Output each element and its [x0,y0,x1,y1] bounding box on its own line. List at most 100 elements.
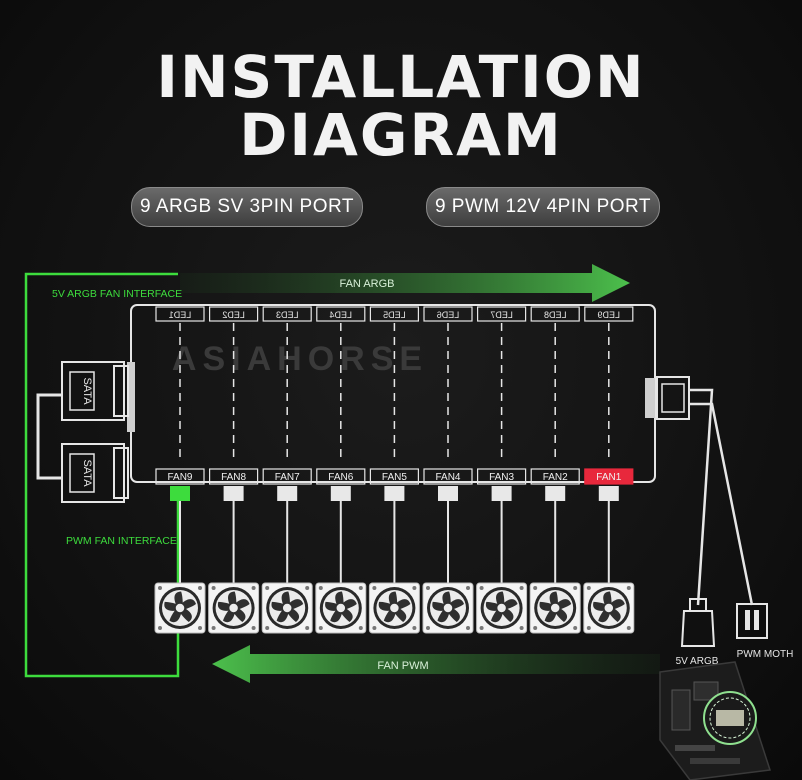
fan-screw [318,586,323,590]
led-label: LED4 [330,310,353,320]
fan-screw [573,626,578,630]
led-label: LED6 [437,310,460,320]
fan-port-label: FAN5 [382,472,407,483]
fan-pwm-arrow-label: FAN PWM [377,660,428,672]
fan-hub [495,602,508,614]
fan-screw [305,586,310,590]
fan-screw [211,586,216,590]
argb-interface-label: 5V ARGB FAN INTERFACE [52,288,182,300]
argb-5v-plug [680,598,716,647]
fan-hub [281,602,293,614]
led-label: LED2 [222,310,245,320]
fan-screw [519,626,524,630]
fan-connector-block [598,486,619,501]
fan-screw [586,586,591,590]
led-label: LED7 [490,310,513,320]
fan-port-label-box [530,468,580,485]
fan-screw [426,626,430,630]
sata-label-bottom: SATA [81,459,93,487]
led-label-box [316,306,366,322]
led-label-box [423,306,473,322]
led-label-box [584,306,634,322]
fan-hub [442,602,454,614]
pwm-moth-label: PWM MOTH [737,649,794,660]
fan-screw [251,626,256,630]
fan-port-label: FAN1 [596,472,621,483]
pwm-interface-label: PWM FAN INTERFACE [66,535,177,547]
fan-connector-block [438,486,458,501]
led-label-box [262,306,312,322]
hub-right-port [645,378,655,418]
fan-screw [158,626,162,630]
fan-port-label-box [209,468,259,485]
argb-port-pill: 9 ARGB SV 3PIN PORT [131,187,363,227]
fan-screw [426,586,430,590]
sata-label-top: SATA [81,377,93,405]
fan-screw [586,626,591,630]
fan-connector-block [223,486,244,501]
sata-connector-top: SATA [61,361,129,421]
fan-screw [479,586,484,590]
led-label-box [155,306,205,322]
led-label-box [369,306,419,322]
fan-screw [372,586,377,590]
fan-argb-arrow [180,264,630,302]
motherboard-illustration [659,661,771,780]
fan-hub [174,602,186,614]
sata-connector-bottom: SATA [61,443,129,503]
led-label: LED3 [276,310,299,320]
fan-screw [211,626,216,630]
fan-connector-block [277,486,298,501]
fan-screw [533,586,538,590]
fan-port-label: FAN7 [275,472,300,483]
fan-screw [466,626,470,630]
pwm-port-pill: 9 PWM 12V 4PIN PORT [426,187,660,227]
led-label-box [209,306,259,322]
fan-port-label: FAN8 [221,472,246,483]
fan-screw [519,586,524,590]
fan-connector-block [170,486,190,501]
pwm-moth-plug [736,603,768,639]
fan-connector-block [330,486,351,501]
title-line-1: INSTALLATION [156,43,646,111]
fan-hub [549,602,561,614]
fan-screw [412,586,417,590]
cable-to-5v-argb [689,388,714,606]
fan-screw [479,626,484,630]
watermark-text: ASIAHORSE [172,340,428,378]
fan-port-label: FAN3 [489,472,514,483]
hub-left-port [127,362,135,432]
fan-port-label: FAN9 [167,472,192,483]
fan-screw [158,586,162,590]
hub-right-plug [656,376,690,420]
title-line-2: DIAGRAM [239,101,563,169]
led-label-box [477,306,527,322]
fan-port-label-box [155,468,205,485]
fan-argb-arrow-label: FAN ARGB [339,278,394,290]
fan-port-label-box [369,468,419,485]
fan-port-label-box [423,468,473,485]
fan-screw [305,626,310,630]
fan-connector-block [491,486,512,501]
fan-screw [198,586,202,590]
fan-screw [358,626,363,630]
fan-pwm-arrow [212,645,660,683]
fan-port-label-box [477,468,527,485]
fan-screw [265,586,270,590]
fan-screw [372,626,377,630]
fan-port-label: FAN2 [543,472,568,483]
fan-screw [573,586,578,590]
fan-connector-block [545,486,566,501]
sata-loop-wire [36,393,62,480]
fan-port-label-box [584,468,634,485]
fan-screw [626,626,631,630]
fan-connector-block [384,486,405,501]
fan-port-label: FAN4 [435,472,460,483]
fan-screw [626,586,631,590]
fan-screw [466,586,470,590]
fan-hub [335,602,347,614]
led-label: LED5 [383,310,406,320]
led-label: LED1 [169,310,192,320]
